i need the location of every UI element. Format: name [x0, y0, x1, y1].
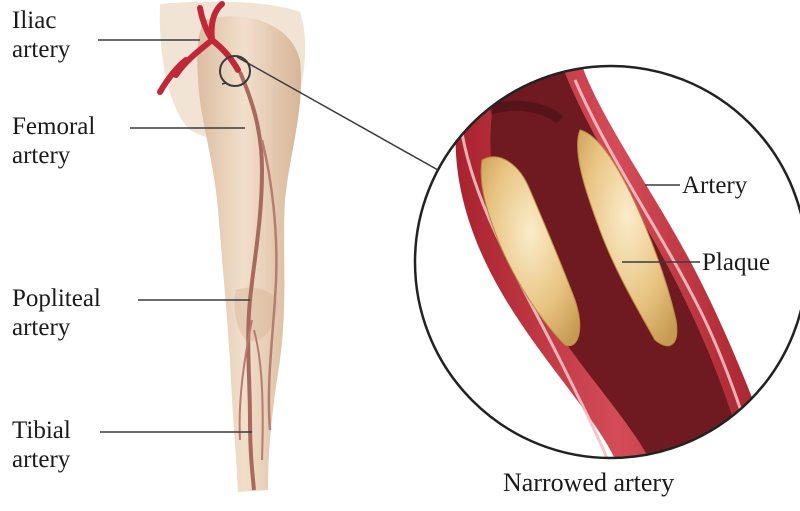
femoral-label-line2: artery [12, 141, 95, 170]
femoral-label: Femoral artery [12, 112, 95, 170]
tibial-label-line2: artery [12, 445, 71, 474]
tibial-label: Tibial artery [12, 416, 71, 474]
femoral-label-line1: Femoral [12, 112, 95, 141]
popliteal-label-line2: artery [12, 313, 101, 342]
narrowed-artery-caption: Narrowed artery [503, 468, 674, 498]
artery-wall-label: Artery [682, 171, 747, 200]
iliac-label-line1: Iliac [12, 6, 70, 35]
zoom-connector-bottom [222, 83, 226, 84]
popliteal-label-line1: Popliteal [12, 284, 101, 313]
plaque-label: Plaque [702, 248, 770, 277]
leg-illustration [160, 2, 305, 492]
iliac-label: Iliac artery [12, 6, 70, 64]
iliac-label-line2: artery [12, 35, 70, 64]
tibial-label-line1: Tibial [12, 416, 71, 445]
popliteal-label: Popliteal artery [12, 284, 101, 342]
